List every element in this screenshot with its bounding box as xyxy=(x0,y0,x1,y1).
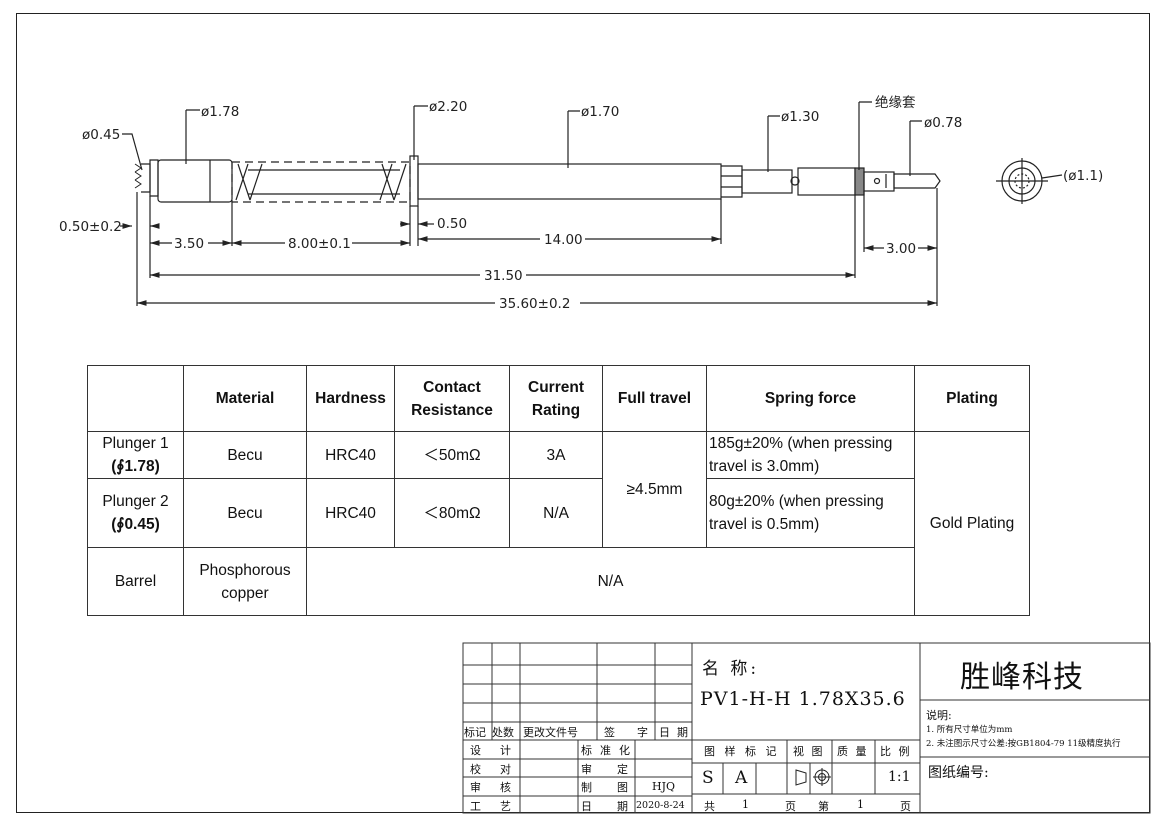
spring-length-label: 8.00±0.1 xyxy=(288,236,351,252)
part-name: Plunger 2 xyxy=(102,493,169,510)
role-std-2: 准 xyxy=(600,744,611,757)
rev-header-date2: 期 xyxy=(677,726,688,739)
mark-a: A xyxy=(735,768,748,788)
header-spring-force: Spring force xyxy=(706,365,915,432)
len-3-00-label: 3.00 xyxy=(886,241,916,257)
role-design-2: 计 xyxy=(500,744,511,757)
spec-header-row: Material Hardness Contact Resistance Cur… xyxy=(87,365,1030,432)
table-row: Plunger 2 (∮0.45) Becu HRC40 ＜80mΩ N/A 8… xyxy=(87,478,1030,548)
header-blank xyxy=(87,365,184,432)
company-name: 胜峰科技 xyxy=(960,660,1084,695)
mark-s: S xyxy=(702,768,714,788)
hardness-cell: HRC40 xyxy=(306,478,395,548)
plating-cell: Gold Plating xyxy=(914,431,1030,616)
header-plating: Plating xyxy=(914,365,1030,432)
probe-drawing: ø0.45 ø1.78 ø2.20 ø1.70 ø1.30 绝缘套 ø0.78 … xyxy=(59,95,1103,312)
mark-label: 图 样 标 记 xyxy=(704,745,780,758)
view-label: 视 图 xyxy=(793,745,825,758)
part-name: Plunger 1 xyxy=(102,435,169,452)
len-14-label: 14.00 xyxy=(544,232,583,248)
tip-diameter-label: ø0.45 xyxy=(82,127,120,143)
table-row: Plunger 1 (∮1.78) Becu HRC40 ＜50mΩ 3A ≥4… xyxy=(87,431,1030,616)
role-date-1: 日 xyxy=(581,800,592,813)
rev-header-sign1: 签 xyxy=(604,726,615,739)
role-design-1: 设 xyxy=(470,744,481,757)
plunger1-diameter-label: ø1.78 xyxy=(201,104,239,120)
len-31-50-label: 31.50 xyxy=(484,268,523,284)
drawing-number-label: 图纸编号: xyxy=(928,765,989,781)
part-diameter: (∮1.78) xyxy=(111,458,160,475)
role-approve-1: 审 xyxy=(581,763,592,776)
page-unit-2: 页 xyxy=(900,800,911,813)
role-drafter-1: 制 xyxy=(581,781,592,794)
scale-label: 比 例 xyxy=(880,745,912,758)
barrel-na-cell: N/A xyxy=(306,547,915,616)
rev-header-date1: 日 xyxy=(659,726,670,739)
table-row: Barrel Phosphorous copper N/A xyxy=(87,547,1030,616)
rev-header-sign2: 字 xyxy=(637,726,648,739)
role-process-1: 工 xyxy=(470,800,481,813)
barrel-diameter-label: ø1.70 xyxy=(581,104,619,120)
full-travel-cell: ≥4.5mm xyxy=(602,431,707,548)
insulator-label: 绝缘套 xyxy=(875,95,916,111)
total-label: 共 xyxy=(704,800,715,813)
spring-force-cell: 185g±20% (when pressing travel is 3.0mm) xyxy=(706,431,915,479)
note-2: 2. 未注图示尺寸公差:按GB1804-79 11级精度执行 xyxy=(926,739,1121,749)
current-cell: N/A xyxy=(509,478,603,548)
total-length-label: 35.60±0.2 xyxy=(499,296,570,312)
role-std-1: 标 xyxy=(581,744,592,757)
rev-header-mark: 标记 xyxy=(464,726,486,739)
name-label: 名 称: xyxy=(702,659,760,679)
len-3-50-label: 3.50 xyxy=(174,236,204,252)
drafter-name: HJQ xyxy=(652,780,676,793)
part-diameter: (∮0.45) xyxy=(111,516,160,533)
material-cell: Becu xyxy=(183,431,307,479)
flange-width-label: 0.50 xyxy=(437,216,467,232)
spring-force-cell: 80g±20% (when pressing travel is 0.5mm) xyxy=(706,478,915,548)
header-hardness: Hardness xyxy=(306,365,395,432)
role-std-3: 化 xyxy=(619,744,630,757)
role-date-2: 期 xyxy=(617,800,628,813)
role-process-2: 艺 xyxy=(500,800,511,813)
part-cell: Barrel xyxy=(87,547,184,616)
part-cell: Plunger 2 (∮0.45) xyxy=(87,478,184,548)
projection-icon xyxy=(795,768,831,786)
total-pages: 1 xyxy=(742,798,749,811)
role-drafter-2: 图 xyxy=(617,781,628,794)
note-1: 1. 所有尺寸单位为mm xyxy=(926,725,1013,735)
tip-length-label: 0.50±0.2 xyxy=(59,219,122,235)
role-review-2: 核 xyxy=(500,781,511,794)
role-check-2: 对 xyxy=(500,763,511,776)
page-unit: 页 xyxy=(785,800,796,813)
resistance-cell: ＜80mΩ xyxy=(394,478,510,548)
role-approve-2: 定 xyxy=(617,763,628,776)
page-label: 第 xyxy=(818,800,829,813)
header-current-rating: Current Rating xyxy=(509,365,603,432)
role-check-1: 校 xyxy=(470,763,481,776)
notes-title: 说明: xyxy=(926,709,952,722)
hardness-cell: HRC40 xyxy=(306,431,395,479)
end-view-diameter-label: (ø1.1) xyxy=(1063,168,1103,184)
spec-table: Material Hardness Contact Resistance Cur… xyxy=(87,365,1030,616)
rev-header-doc: 更改文件号 xyxy=(523,726,578,739)
page-number: 1 xyxy=(857,798,864,811)
scale-value: 1:1 xyxy=(888,769,911,785)
part-cell: Plunger 1 (∮1.78) xyxy=(87,431,184,479)
material-cell: Becu xyxy=(183,478,307,548)
step-diameter-label: ø1.30 xyxy=(781,109,819,125)
mass-label: 质 量 xyxy=(837,745,869,758)
part-number: PV1-H-H 1.78X35.6 xyxy=(700,688,906,710)
flange-diameter-label: ø2.20 xyxy=(429,99,467,115)
plunger2-diameter-label: ø0.78 xyxy=(924,115,962,131)
role-review-1: 审 xyxy=(470,781,481,794)
header-material: Material xyxy=(183,365,307,432)
header-full-travel: Full travel xyxy=(602,365,707,432)
current-cell: 3A xyxy=(509,431,603,479)
drawing-date: 2020-8-24 xyxy=(636,800,685,811)
header-contact-resistance: Contact Resistance xyxy=(394,365,510,432)
rev-header-count: 处数 xyxy=(492,726,514,739)
